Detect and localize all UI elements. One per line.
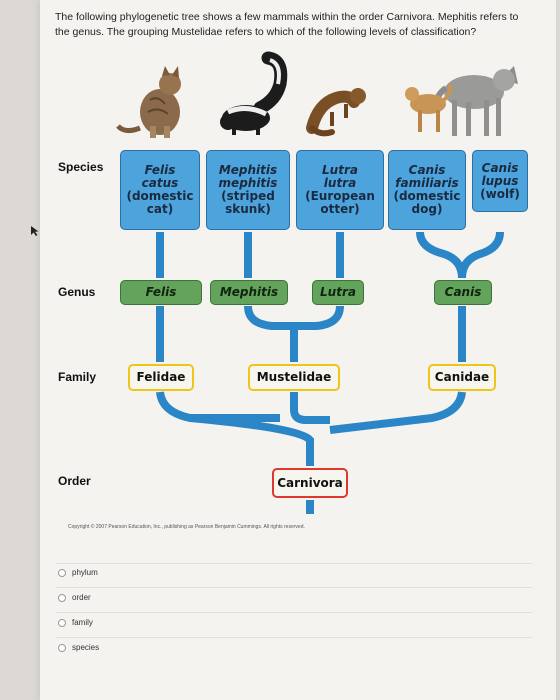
rank-label-species: Species	[58, 160, 104, 174]
option-label: order	[72, 593, 91, 602]
species-name-line: Canis	[481, 160, 519, 175]
otter-illustration	[306, 88, 366, 137]
species-common-line: (wolf)	[480, 186, 520, 201]
option-phylum[interactable]: phylum	[58, 568, 98, 577]
cat-illustration	[116, 66, 181, 138]
skunk-illustration	[220, 51, 288, 135]
rank-label-order: Order	[58, 474, 91, 488]
family-box-mustelidae: Mustelidae	[248, 364, 340, 391]
radio-icon[interactable]	[58, 618, 66, 627]
option-divider	[56, 587, 532, 588]
genus-box-lutra: Lutra	[312, 280, 364, 305]
genus-box-felis: Felis	[120, 280, 202, 305]
species-box-mephitis-mephitis: Mephitis mephitis (striped skunk)	[206, 150, 290, 230]
species-common-line: (domestic	[126, 189, 194, 203]
copyright-notice: Copyright © 2007 Pearson Education, Inc.…	[68, 524, 305, 530]
family-box-felidae: Felidae	[128, 364, 194, 391]
order-box-carnivora: Carnivora	[272, 468, 348, 498]
option-label: phylum	[72, 568, 98, 577]
species-common-line: dog)	[411, 202, 443, 216]
family-box-canidae: Canidae	[428, 364, 496, 391]
option-divider	[56, 637, 532, 638]
species-name-line: Canis	[408, 163, 446, 177]
radio-icon[interactable]	[58, 568, 66, 577]
species-box-lutra-lutra: Lutra lutra (European otter)	[296, 150, 384, 230]
species-common-line: (striped	[221, 189, 275, 203]
species-common-line: otter)	[320, 202, 360, 216]
species-box-canis-lupus: Canis lupus (wolf)	[472, 150, 528, 212]
species-box-canis-familiaris: Canis familiaris (domestic dog)	[388, 150, 466, 230]
species-name-line: lupus	[481, 173, 519, 188]
cursor-pointer-icon	[31, 226, 39, 236]
species-name-line: mephitis	[218, 176, 278, 190]
radio-icon[interactable]	[58, 593, 66, 602]
species-name-line: catus	[141, 176, 179, 190]
dog-and-wolf-illustration	[405, 66, 518, 136]
species-name-line: Lutra	[322, 163, 358, 177]
species-name-line: Felis	[144, 163, 176, 177]
genus-box-canis: Canis	[434, 280, 492, 305]
question-text: The following phylogenetic tree shows a …	[55, 11, 519, 38]
option-label: family	[72, 618, 93, 627]
option-divider	[56, 563, 532, 564]
option-family[interactable]: family	[58, 618, 93, 627]
species-common-line: (domestic	[393, 189, 461, 203]
rank-label-genus: Genus	[58, 285, 96, 299]
option-divider	[56, 612, 532, 613]
radio-icon[interactable]	[58, 643, 66, 652]
species-common-line: skunk)	[225, 202, 271, 216]
option-label: species	[72, 643, 100, 652]
species-name-line: familiaris	[395, 176, 459, 190]
rank-label-family: Family	[58, 370, 97, 384]
species-name-line: lutra	[323, 176, 357, 190]
option-species[interactable]: species	[58, 643, 99, 652]
species-common-line: cat)	[146, 202, 174, 216]
option-order[interactable]: order	[58, 593, 91, 602]
species-box-felis-catus: Felis catus (domestic cat)	[120, 150, 200, 230]
species-common-line: (European	[305, 189, 375, 203]
genus-box-mephitis: Mephitis	[210, 280, 288, 305]
species-name-line: Mephitis	[218, 163, 278, 177]
